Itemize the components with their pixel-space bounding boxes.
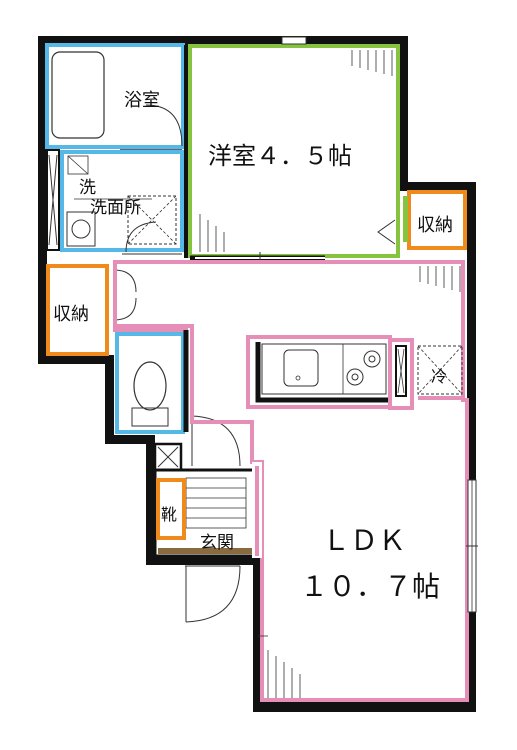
western-room: 洋室４．５帖	[184, 36, 400, 264]
outer-walls	[38, 36, 476, 712]
toilet-bowl	[133, 361, 167, 411]
entrance: 靴 玄関	[153, 468, 261, 623]
western-room-label: 洋室４．５帖	[208, 142, 352, 170]
storage-left: 収納	[46, 264, 137, 356]
washroom: 洗 洗面所	[46, 149, 184, 252]
western-room-closet-lines	[199, 50, 393, 252]
kitchen-sink	[283, 349, 319, 387]
refrigerator-space: 冷	[388, 338, 463, 410]
storage-left-label: 収納	[53, 304, 89, 325]
kitchen-counter	[246, 335, 392, 409]
refrigerator-label: 冷	[431, 367, 447, 386]
ldk-closet-lines	[258, 266, 461, 698]
bathroom: 浴室	[45, 43, 185, 151]
wash-basin	[66, 211, 96, 247]
washroom-label-2: 洗面所	[90, 198, 141, 218]
ldk: ＬＤＫ １０．７帖	[113, 260, 478, 702]
washroom-label-1: 洗	[79, 178, 96, 198]
ldk-label-2: １０．７帖	[300, 570, 440, 603]
shoe-cabinet	[156, 478, 186, 540]
washing-machine-area	[127, 195, 177, 245]
stove	[346, 350, 381, 386]
storage-right: 収納	[403, 190, 467, 250]
toilet	[113, 326, 241, 467]
storage-right-label: 収納	[417, 215, 453, 236]
bath-door	[145, 104, 183, 147]
bathtub	[51, 51, 105, 139]
entrance-label: 玄関	[200, 533, 234, 553]
bath-label: 浴室	[124, 90, 160, 111]
shoes-label: 靴	[161, 505, 177, 524]
western-room-window	[281, 36, 307, 45]
ldk-label-1: ＬＤＫ	[322, 524, 406, 557]
utility-box	[153, 442, 183, 472]
